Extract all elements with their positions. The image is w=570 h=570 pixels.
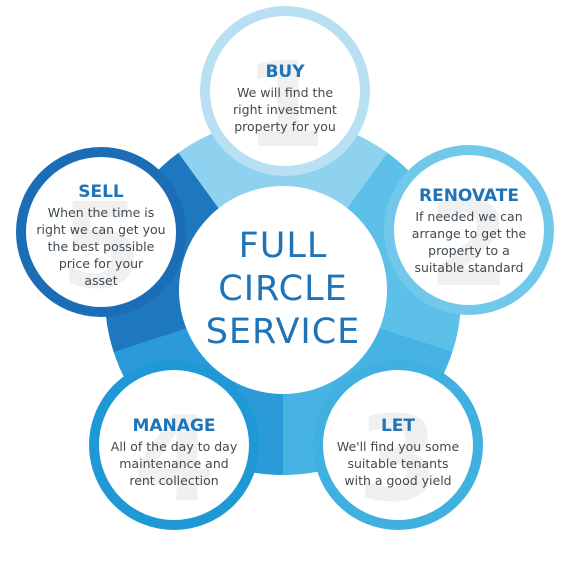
step-renovate-title: RENOVATE: [419, 186, 519, 206]
step-let: 3 LET We'll find you some suitable tenan…: [313, 360, 483, 530]
step-renovate: 2 RENOVATE If needed we can arrange to g…: [384, 145, 554, 315]
step-let-desc-2: suitable tenants: [347, 456, 448, 471]
center-line-2: CIRCLE: [218, 269, 347, 309]
step-buy-title: BUY: [265, 62, 305, 82]
step-let-number: 3: [357, 390, 439, 528]
step-sell-desc-2: right we can get you: [36, 222, 165, 237]
center-line-1: FULL: [239, 226, 328, 266]
step-sell-title: SELL: [78, 182, 124, 202]
step-manage-desc-2: maintenance and: [119, 456, 228, 471]
center-line-3: SERVICE: [206, 312, 361, 352]
step-sell-desc-4: price for your: [59, 256, 144, 271]
step-buy-circle: [200, 6, 370, 176]
step-let-desc-3: with a good yield: [344, 473, 451, 488]
step-buy-desc-2: right investment: [233, 102, 337, 117]
step-buy: 1 BUY We will find the right investment …: [200, 6, 370, 176]
step-renovate-desc-4: suitable standard: [415, 260, 524, 275]
center-circle: [179, 186, 387, 394]
step-renovate-desc-1: If needed we can: [415, 209, 522, 224]
step-sell-number: 5: [60, 177, 142, 315]
step-buy-desc-3: property for you: [234, 119, 336, 134]
step-sell-desc-3: the best possible: [48, 239, 155, 254]
step-let-title: LET: [381, 416, 415, 436]
step-manage-title: MANAGE: [132, 416, 215, 436]
step-manage-desc-3: rent collection: [129, 473, 218, 488]
step-manage-desc-1: All of the day to day: [111, 439, 238, 454]
step-renovate-number: 2: [428, 175, 510, 313]
step-manage-number: 4: [133, 390, 215, 528]
center-circle-group: FULL CIRCLE SERVICE: [179, 186, 387, 394]
step-manage-circle: [89, 360, 259, 530]
step-buy-desc-1: We will find the: [237, 85, 333, 100]
step-sell-desc-1: When the time is: [48, 205, 155, 220]
step-renovate-circle: [384, 145, 554, 315]
step-renovate-desc-3: property to a: [428, 243, 510, 258]
step-buy-number: 1: [244, 36, 326, 174]
step-renovate-desc-2: arrange to get the: [412, 226, 527, 241]
step-sell-circle: [16, 147, 186, 317]
step-let-desc-1: We'll find you some: [337, 439, 460, 454]
step-sell: 5 SELL When the time is right we can get…: [16, 147, 186, 317]
step-manage: 4 MANAGE All of the day to day maintenan…: [89, 360, 259, 530]
step-let-circle: [313, 360, 483, 530]
step-sell-desc-5: asset: [84, 273, 117, 288]
